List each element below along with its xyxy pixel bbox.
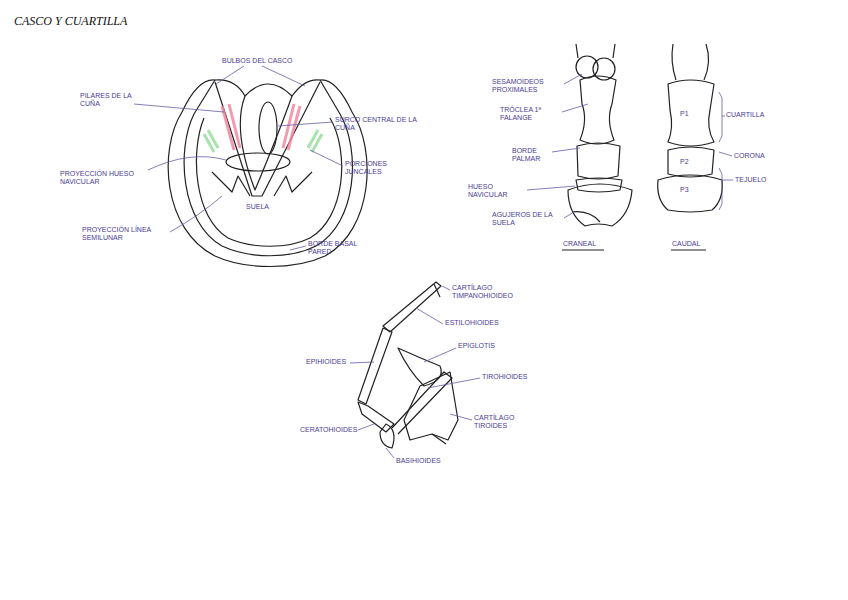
part-label: CAUDAL [672,240,712,248]
part-label: PROYECCIÓN LÍNEA SEMILUNAR [82,226,170,242]
part-label: BASIHIOIDES [396,457,456,465]
part-label: CRANEAL [563,240,613,248]
part-label: BULBOS DEL CASCO [222,57,318,65]
part-label: PORCIONES JUNCALES [345,160,397,176]
part-label: AGUJEROS DE LA SUELA [492,211,564,227]
part-label: PILARES DE LA CUÑA [80,92,134,108]
part-label: SUELA [246,203,276,211]
part-label: CERATOHIOIDES [300,426,358,434]
part-label: EPIGLOTIS [458,342,514,350]
part-label: CARTÍLAGO TIROIDES [474,414,536,430]
part-label: BORDE PALMAR [512,147,554,163]
part-label: CORONA [734,152,782,160]
part-label: TIROHIOIDES [482,373,542,381]
part-label: P2 [680,158,696,166]
part-label: BORDE BASAL PARED [308,240,368,256]
part-label: CUARTILLA [726,111,782,119]
part-label: CARTÍLAGO TIMPANOHIOIDEO [452,284,534,300]
part-label: SURCO CENTRAL DE LA CUÑA [335,116,417,132]
part-label: P3 [680,186,696,194]
page-title: CASCO Y CUARTILLA [14,14,127,29]
part-label: ESTILOHIOIDES [445,319,515,327]
part-label: EPIHIOIDES [306,358,352,366]
part-label: TEJUELO [735,176,783,184]
part-label: TRÓCLEA 1ª FALANGE [500,106,562,122]
part-label: PROYECCIÓN HUESO NAVICULAR [60,170,148,186]
part-label: HUESO NAVICULAR [468,183,528,199]
part-label: P1 [680,110,696,118]
part-label: SESAMOIDEOS PROXIMALES [492,78,564,94]
